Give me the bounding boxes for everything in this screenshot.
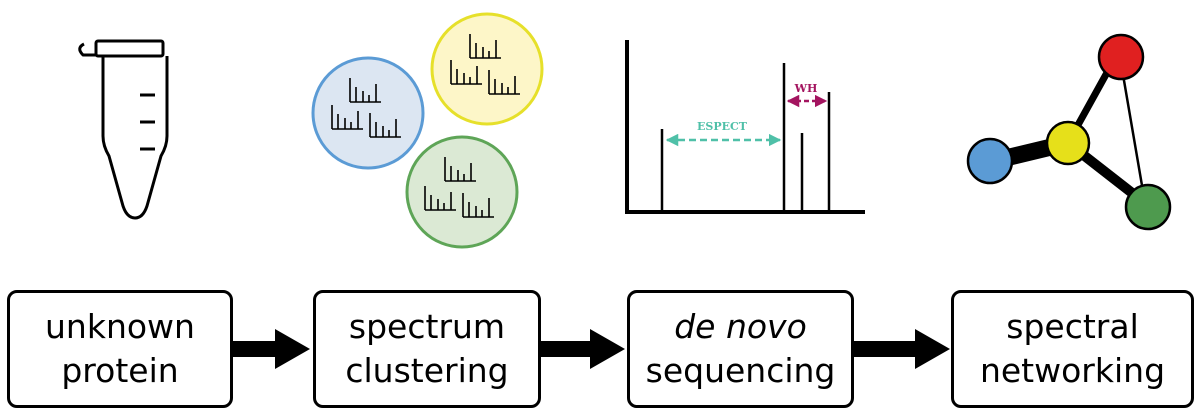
- step-unknown-protein: unknown protein: [7, 290, 233, 408]
- cluster-blue: [311, 56, 425, 170]
- step-spectral-networking: spectral networking: [951, 290, 1194, 408]
- mass-spectrum-icon: ESPECT WH: [625, 40, 865, 214]
- node-green: [1124, 183, 1172, 231]
- step-spectrum-clustering: spectrum clustering: [313, 290, 541, 408]
- step-label-line1: spectral: [1006, 307, 1139, 346]
- cluster-green: [405, 135, 519, 249]
- node-blue: [966, 137, 1014, 185]
- step-label-line2: networking: [979, 351, 1166, 390]
- step-label-line1: de novo: [674, 307, 807, 346]
- spectrum-glyph: [331, 78, 401, 138]
- step-label-line2: sequencing: [645, 351, 836, 390]
- spectra-cluster-icon: [311, 12, 544, 249]
- espect-label: ESPECT: [697, 120, 748, 133]
- spectrum-glyph: [450, 34, 520, 95]
- arrow-right-icon: [233, 329, 310, 369]
- step-label-line1: unknown: [45, 307, 195, 346]
- step-de-novo-sequencing: de novo sequencing: [627, 290, 854, 408]
- arrow-right-icon: [541, 329, 625, 369]
- cluster-yellow: [430, 12, 544, 126]
- step-label-line2: clustering: [345, 351, 509, 390]
- test-tube-icon: [78, 39, 169, 220]
- node-red: [1097, 33, 1145, 81]
- arrow-right-icon: [854, 329, 950, 369]
- network-graph-icon: [966, 33, 1172, 231]
- spectrum-glyph: [424, 157, 494, 218]
- step-label-line1: spectrum: [348, 307, 506, 346]
- edge-red-green: [1119, 61, 1147, 205]
- wh-label: WH: [794, 82, 818, 95]
- step-label-line2: protein: [61, 351, 179, 390]
- node-yellow: [1045, 120, 1091, 166]
